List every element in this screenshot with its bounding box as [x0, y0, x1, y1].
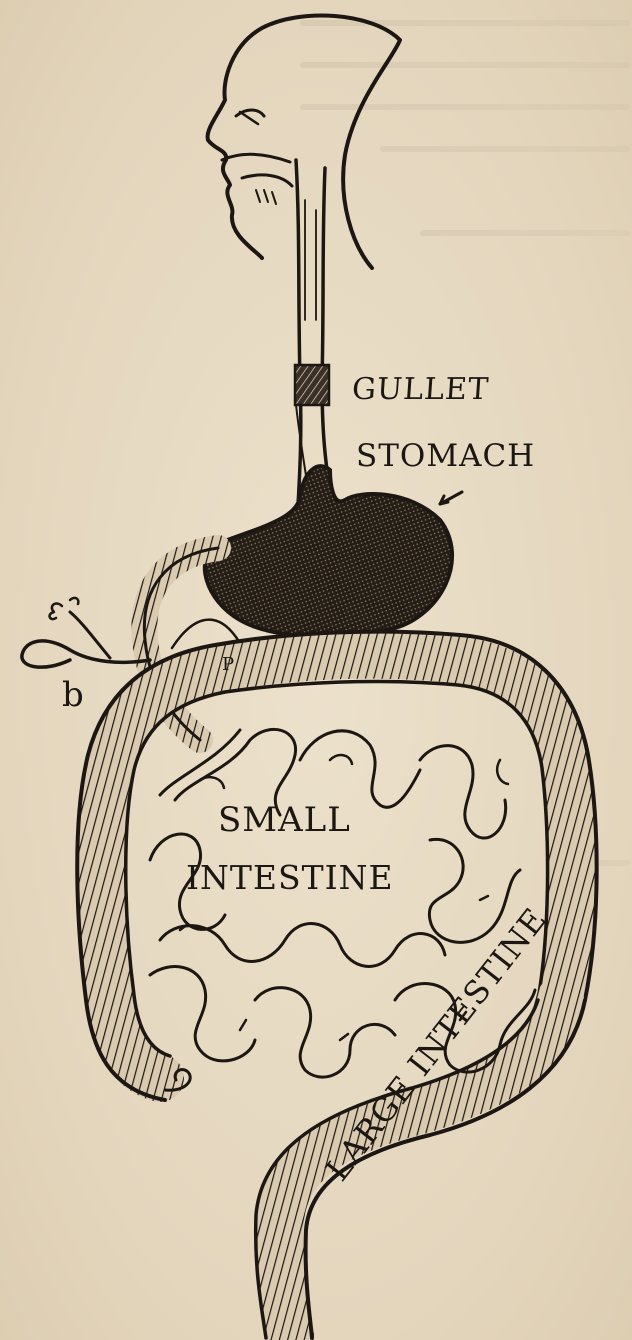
bile-duct-label: b	[62, 675, 85, 715]
head-profile-icon	[208, 16, 400, 269]
gullet-label: GULLET	[351, 372, 490, 407]
pancreas-label: P	[222, 654, 235, 675]
small-intestine-label-line2: INTESTINE	[186, 858, 394, 897]
bile-duct-curl	[22, 598, 150, 667]
small-intestine-label-line1: SMALL	[218, 800, 351, 840]
stomach-pointer-arrow	[440, 492, 462, 504]
stomach-label: STOMACH	[356, 438, 535, 474]
small-intestine-coils	[150, 729, 535, 1077]
stomach-shape	[205, 466, 452, 636]
gullet-tube	[295, 160, 330, 505]
